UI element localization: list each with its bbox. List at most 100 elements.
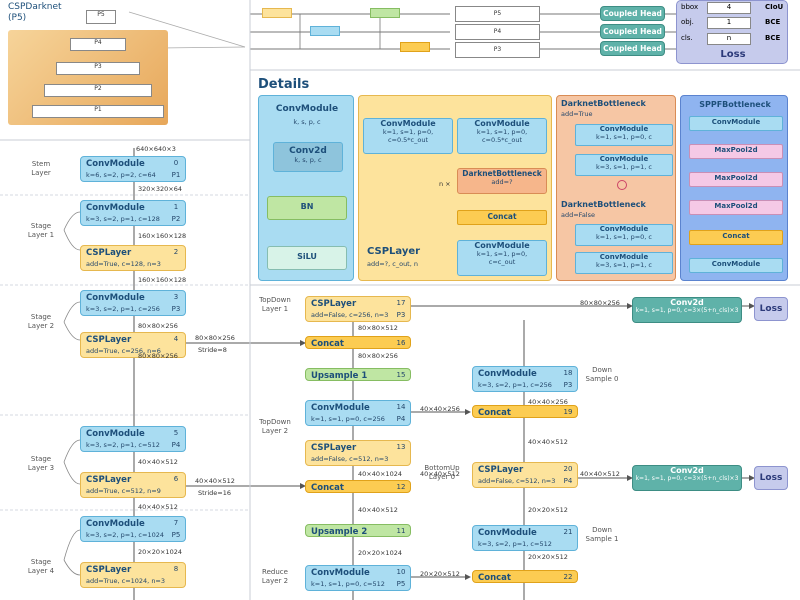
- neck-label: Reduce Layer 2: [261, 568, 289, 585]
- backbone-block-title: ConvModule: [86, 429, 145, 439]
- feature-size: 20×20×512: [420, 570, 460, 578]
- neck-block-title: ConvModule: [478, 528, 537, 538]
- neck-block-title: Concat: [478, 573, 511, 583]
- mini-block: [262, 8, 292, 18]
- feature-size: 80×80×512: [358, 324, 398, 332]
- feature-size: 40×40×256: [420, 405, 460, 413]
- head-conv2d-params: k=1, s=1, p=0, c=3×(5+n_cls)×3: [635, 307, 739, 314]
- neck-block-params: add=False, c=512, n=3: [311, 455, 389, 463]
- backbone-block-title: CSPLayer: [86, 565, 132, 575]
- feature-size: 160×160×128: [138, 276, 187, 284]
- backbone-block-params: k=3, s=2, p=1, c=512: [86, 441, 160, 449]
- neck-block-params: add=False, c=256, n=3: [311, 311, 389, 319]
- neck-block-index: 14: [396, 403, 406, 411]
- darknet-bottleneck-panel: DarknetBottleneck add=True ConvModule k=…: [556, 95, 676, 281]
- darknet-false-conv1-title: ConvModule: [599, 225, 649, 233]
- convmodule-detail-params: k, s, p, c: [293, 118, 321, 126]
- loss-row-value: n: [707, 33, 751, 45]
- sppf-panel: SPPFBottleneck ConvModule MaxPool2d MaxP…: [680, 95, 788, 281]
- neck-block-index: 12: [396, 483, 406, 491]
- csp-conv-out-params: k=1, s=1, p=0,: [476, 250, 528, 258]
- loss-row-output: cls.: [681, 34, 693, 42]
- backbone-block-title: CSPLayer: [86, 248, 132, 258]
- stage-label: Stage Layer 2: [27, 313, 55, 330]
- darknet-true-conv2-params: k=3, s=1, p=1, c: [596, 163, 652, 171]
- darknet-false-title: DarknetBottleneck: [561, 200, 646, 209]
- neck-block-index: 10: [396, 568, 406, 576]
- feature-size: 20×20×512: [528, 506, 568, 514]
- sppf-item: MaxPool2d: [689, 200, 783, 215]
- csp-conv-out-title: ConvModule: [474, 241, 530, 250]
- neck-block-tag: P3: [563, 381, 573, 389]
- neck-block-title: Upsample 1: [311, 371, 368, 381]
- neck-block-index: 20: [563, 465, 573, 473]
- csp-conv-right: ConvModule k=1, s=1, p=0, c=0.5*c_out: [457, 118, 547, 154]
- neck-block: Upsample 1 15: [305, 368, 411, 381]
- loss-row-output: bbox: [681, 3, 699, 11]
- csp-conv-right-title: ConvModule: [474, 119, 530, 128]
- csp-bottleneck-params: add=?: [491, 178, 513, 186]
- csp-conv-right-channels: c=0.5*c_out: [481, 136, 523, 144]
- backbone-block-tag: P3: [171, 305, 181, 313]
- backbone-block-index: 7: [173, 519, 179, 527]
- neck-block-tag: P4: [396, 415, 406, 423]
- backbone-block-params: add=True, c=512, n=9: [86, 487, 161, 495]
- neck-block-index: 15: [396, 371, 406, 379]
- feature-size: 20×20×1024: [138, 548, 182, 556]
- feature-size: 160×160×128: [138, 232, 187, 240]
- neck-block-params: k=3, s=2, p=1, c=512: [478, 540, 552, 548]
- backbone-block-index: 3: [173, 293, 179, 301]
- darknet-false-conv2: ConvModule k=3, s=1, p=1, c: [575, 252, 673, 274]
- side-size: 80×80×256: [195, 334, 235, 342]
- neck-block-title: ConvModule: [478, 369, 537, 379]
- backbone-block-index: 1: [173, 203, 179, 211]
- backbone-block-params: k=3, s=2, p=1, c=1024: [86, 531, 164, 539]
- pyramid-level: P2: [44, 84, 152, 97]
- darknet-true-title: DarknetBottleneck: [561, 99, 646, 108]
- neck-block-title: CSPLayer: [311, 443, 357, 453]
- darknet-false-conv2-title: ConvModule: [599, 253, 649, 261]
- backbone-block-index: 4: [173, 335, 179, 343]
- csp-conv-out-channels: c=c_out: [488, 258, 516, 266]
- pyramid-level: P4: [70, 38, 126, 51]
- conv2d-block: Conv2d k, s, p, c: [273, 142, 343, 172]
- loss-row-value: 1: [707, 17, 751, 29]
- details-title: Details: [258, 77, 310, 92]
- stage-label: Stage Layer 3: [27, 455, 55, 472]
- darknet-true-conv1-params: k=1, s=1, p=0, c: [596, 133, 652, 141]
- csp-repeat-label: n ×: [439, 180, 451, 188]
- stride-label: Stride=8: [198, 346, 227, 354]
- neck-label: Down Sample 1: [585, 526, 619, 543]
- feature-size: 40×40×512: [138, 503, 178, 511]
- neck-block-title: Concat: [311, 483, 344, 493]
- coupled-head: Coupled Head: [600, 6, 665, 21]
- head-input-size: 80×80×256: [580, 299, 620, 307]
- feature-size: 40×40×512: [358, 506, 398, 514]
- csp-concat: Concat: [457, 210, 547, 225]
- convmodule-detail-title: ConvModule: [275, 104, 339, 114]
- add-node-icon: [617, 180, 627, 190]
- sppf-item: ConvModule: [689, 258, 783, 273]
- head-conv2d-title: Conv2d: [670, 298, 704, 307]
- sppf-item: ConvModule: [689, 116, 783, 131]
- backbone-block-tag: P1: [171, 171, 181, 179]
- loss-row-value: 4: [707, 2, 751, 14]
- backbone-block-index: 5: [173, 429, 179, 437]
- neck-block-title: CSPLayer: [311, 299, 357, 309]
- mini-block: [400, 42, 430, 52]
- neck-block-tag: P5: [396, 580, 406, 588]
- csp-conv-out: ConvModule k=1, s=1, p=0, c=c_out: [457, 240, 547, 276]
- head-conv2d-params: k=1, s=1, p=0, c=3×(5+n_cls)×3: [635, 475, 739, 482]
